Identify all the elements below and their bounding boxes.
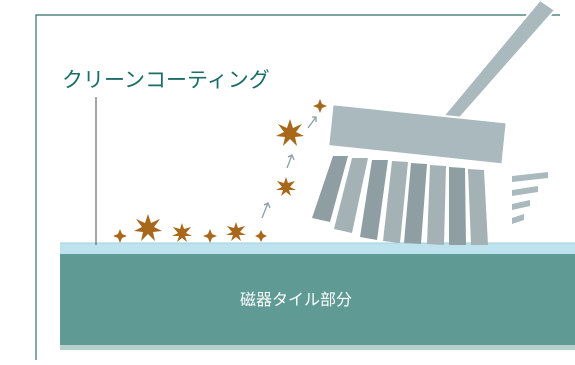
dirt-particle-icon: [276, 119, 304, 146]
dirt-particle-icon: [113, 229, 127, 243]
broom-bristles: [312, 156, 488, 245]
broom-icon: [312, 0, 557, 245]
tile-label: 磁器タイル部分: [240, 290, 353, 309]
frame-border: [35, 14, 560, 360]
dirt-particle-icon: [255, 230, 267, 242]
dirt-particle-icon: [226, 222, 246, 241]
dirt-particle-icon: [134, 214, 162, 241]
dirt-particle-icon: [276, 177, 296, 196]
dirt-particle-icon: [203, 229, 217, 243]
dirt-particle-icon: [313, 99, 327, 113]
dirt-particle-icon: [172, 223, 192, 242]
arrow-icon: [261, 116, 317, 219]
coating-label: クリーンコーティング: [62, 68, 270, 92]
tile-body: [60, 253, 575, 350]
coating-layer: [60, 243, 575, 254]
dirt-particles: [113, 99, 327, 243]
tile-bottom-band: [60, 345, 575, 350]
motion-lines-icon: [512, 172, 548, 224]
broom-head: [327, 103, 508, 166]
broom-handle: [437, 0, 557, 121]
